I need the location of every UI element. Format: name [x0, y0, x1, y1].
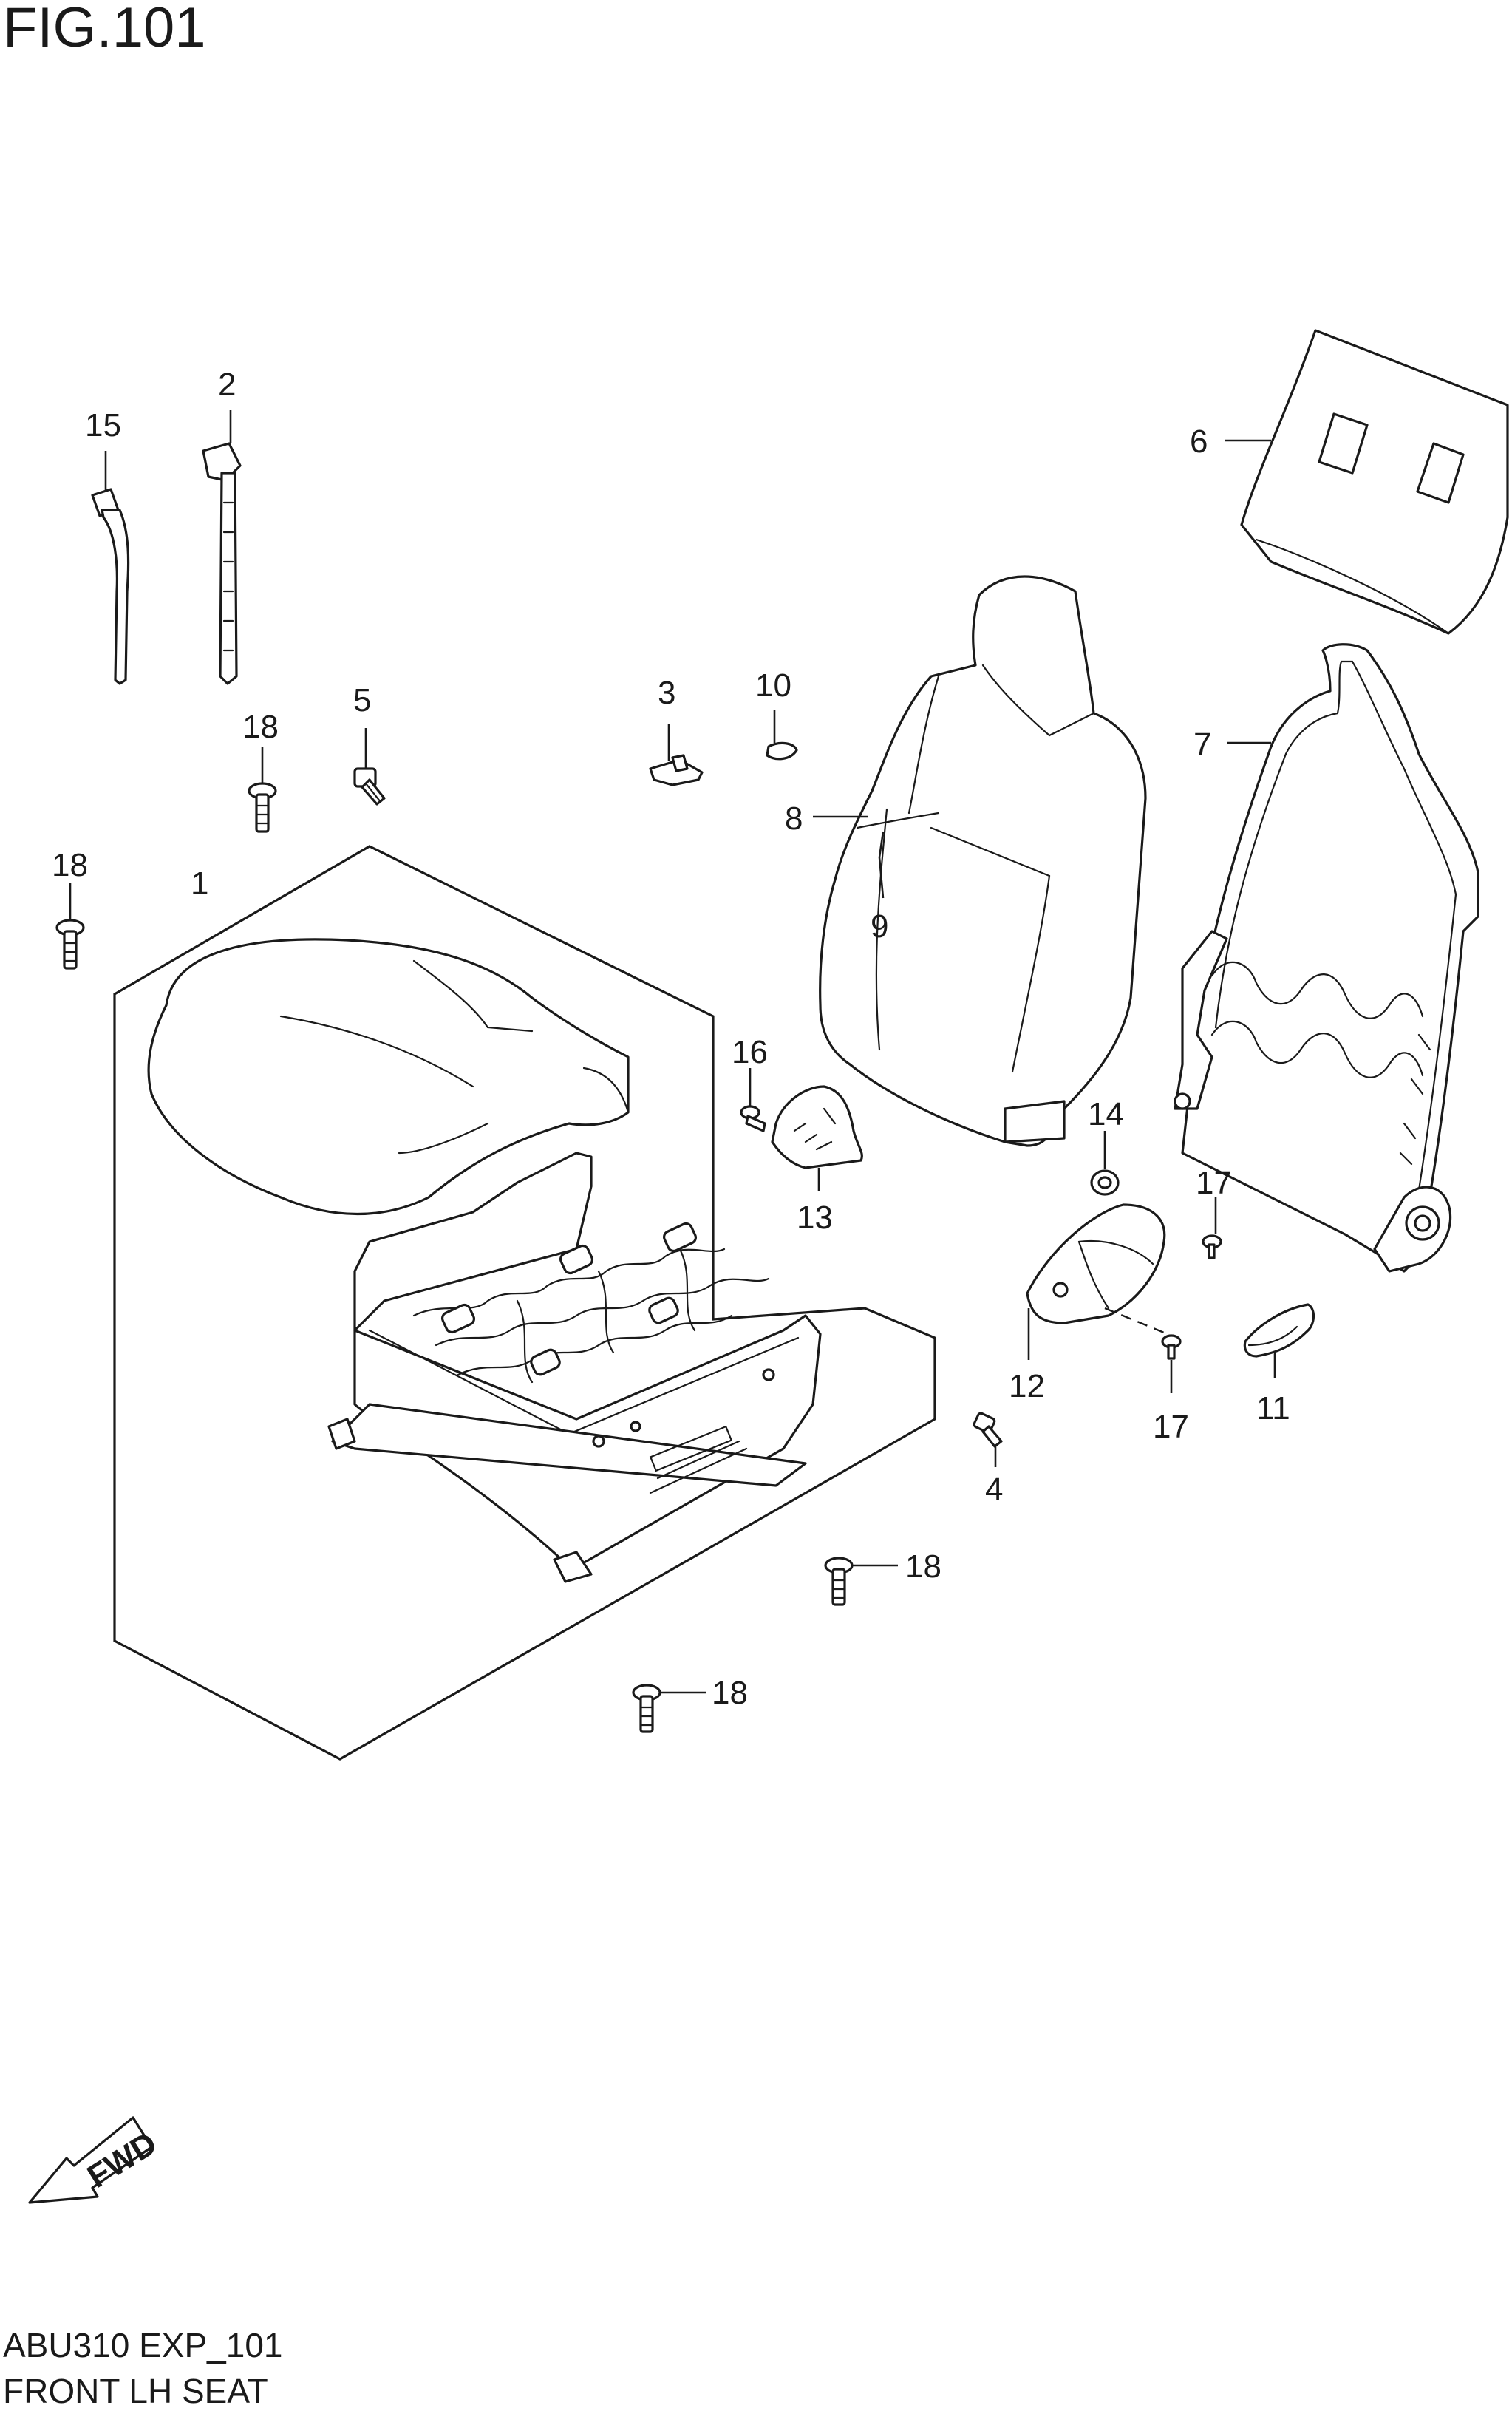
assembly-frame-1	[113, 845, 936, 1761]
part-screw-17b	[1161, 1334, 1182, 1360]
fwd-arrow-icon: FWD	[28, 2116, 163, 2204]
part-nut-14	[1090, 1169, 1120, 1196]
callout-4: 4	[985, 1472, 1003, 1508]
part-screw-18a	[248, 782, 277, 833]
part-cable-tie	[91, 488, 130, 685]
callout-7: 7	[1193, 727, 1211, 763]
part-seatback-cover	[819, 575, 1147, 1147]
callout-3: 3	[658, 675, 675, 711]
part-screw-18c	[824, 1557, 854, 1606]
callout-18: 18	[712, 1675, 748, 1711]
callout-11: 11	[1256, 1390, 1290, 1426]
callout-17: 17	[1196, 1165, 1232, 1201]
part-clip-tie	[202, 442, 242, 685]
callout-18: 18	[52, 847, 88, 883]
part-clip-3	[649, 754, 704, 786]
callout-1: 1	[191, 866, 208, 902]
part-screw-17a	[1202, 1234, 1222, 1259]
callout-2: 2	[218, 367, 236, 403]
part-cover-13	[771, 1085, 863, 1169]
callout-5: 5	[353, 682, 371, 718]
callout-16: 16	[732, 1034, 768, 1070]
callout-14: 14	[1088, 1096, 1124, 1132]
callout-18: 18	[905, 1548, 941, 1585]
part-seat-frame	[327, 1152, 822, 1583]
callout-12: 12	[1009, 1368, 1045, 1404]
part-handle-11	[1243, 1303, 1315, 1358]
figure-title: FIG.101	[3, 0, 206, 59]
part-seat-cushion	[147, 938, 630, 1215]
callout-8: 8	[785, 800, 803, 837]
figure-code: ABU310 EXP_101	[3, 2326, 283, 2364]
callout-10: 10	[755, 667, 791, 704]
part-recliner-cover	[1026, 1203, 1166, 1324]
part-screw-18b	[55, 919, 85, 970]
part-bolt-5	[353, 767, 386, 806]
callout-15: 15	[85, 407, 121, 443]
part-seatback-frame	[1174, 643, 1479, 1273]
part-clip-10	[766, 741, 798, 761]
callout-9: 9	[871, 908, 888, 945]
callout-18: 18	[242, 709, 279, 745]
callout-6: 6	[1190, 424, 1208, 460]
part-seatback-pad	[1240, 329, 1509, 635]
part-screw-18d	[632, 1684, 661, 1733]
part-screw-16	[740, 1105, 766, 1132]
figure-caption: FRONT LH SEAT	[3, 2372, 268, 2410]
part-bolt-4	[973, 1412, 1003, 1448]
callout-13: 13	[797, 1200, 833, 1236]
callout-17: 17	[1153, 1409, 1189, 1445]
